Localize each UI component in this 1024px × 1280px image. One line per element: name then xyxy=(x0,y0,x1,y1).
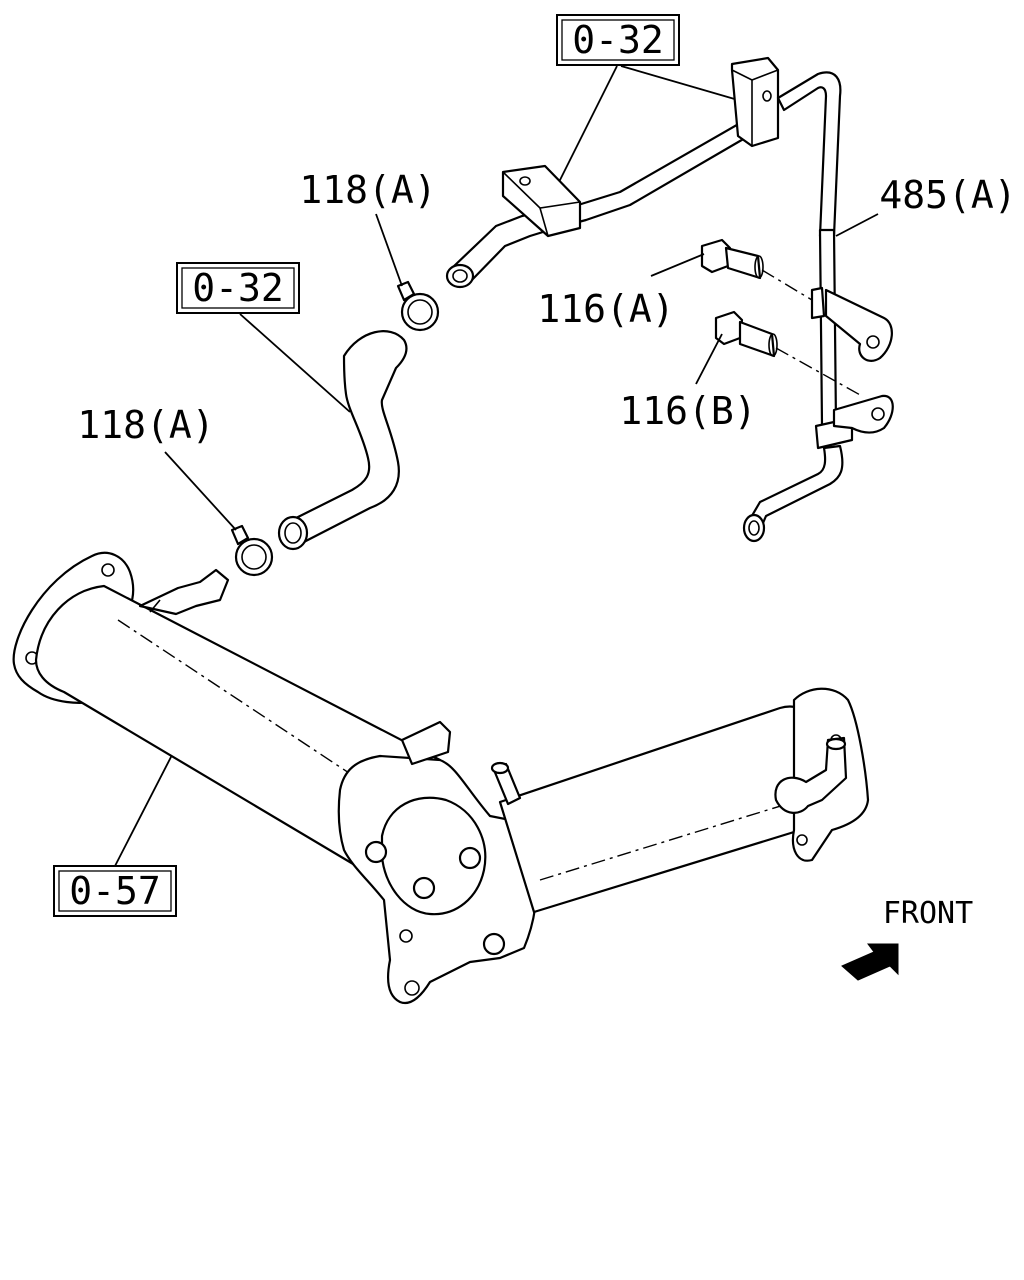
leader-ref-top-b xyxy=(620,65,739,101)
leader-ref-top-a xyxy=(554,65,618,191)
front-label: FRONT xyxy=(883,896,973,931)
bolt-116a-axis xyxy=(761,269,813,301)
ref-box-mid-label: 0-32 xyxy=(192,266,284,310)
leader-ref-bottom xyxy=(114,754,173,867)
ref-box-top-label: 0-32 xyxy=(572,18,664,62)
water-hose xyxy=(277,330,408,551)
pipe-485a-upper-bend xyxy=(776,71,842,238)
ref-box-mid[interactable]: 0-32 xyxy=(176,262,300,314)
leader-116b xyxy=(695,333,723,385)
label-118a-lower[interactable]: 118(A) xyxy=(77,403,214,447)
bolt-116a xyxy=(700,238,764,280)
label-116a[interactable]: 116(A) xyxy=(537,287,674,331)
leader-485a xyxy=(835,213,879,237)
clamp-118a-lower xyxy=(230,524,274,577)
clamp-118a-upper xyxy=(396,280,440,332)
pipe-485a xyxy=(742,228,854,543)
label-116b[interactable]: 116(B) xyxy=(619,389,756,433)
leader-clamp-lower xyxy=(164,451,237,531)
ref-box-bottom[interactable]: 0-57 xyxy=(53,865,177,917)
bolt-116b xyxy=(714,310,778,358)
pipe-bracket-lower xyxy=(501,164,582,238)
label-118a-upper[interactable]: 118(A) xyxy=(299,168,436,212)
leader-clamp-upper xyxy=(375,213,403,287)
bolt-116b-axis xyxy=(775,347,863,397)
pipe-bracket-upper xyxy=(730,56,780,148)
ref-box-top[interactable]: 0-32 xyxy=(556,14,680,66)
ref-box-bottom-label: 0-57 xyxy=(69,869,161,913)
egr-cooler xyxy=(12,551,870,1005)
leader-ref-mid xyxy=(239,313,351,413)
front-direction-arrow-icon xyxy=(841,943,899,981)
pipe-485a-bracket xyxy=(824,288,894,434)
leader-116a xyxy=(650,253,705,277)
label-485a[interactable]: 485(A) xyxy=(879,173,1016,217)
